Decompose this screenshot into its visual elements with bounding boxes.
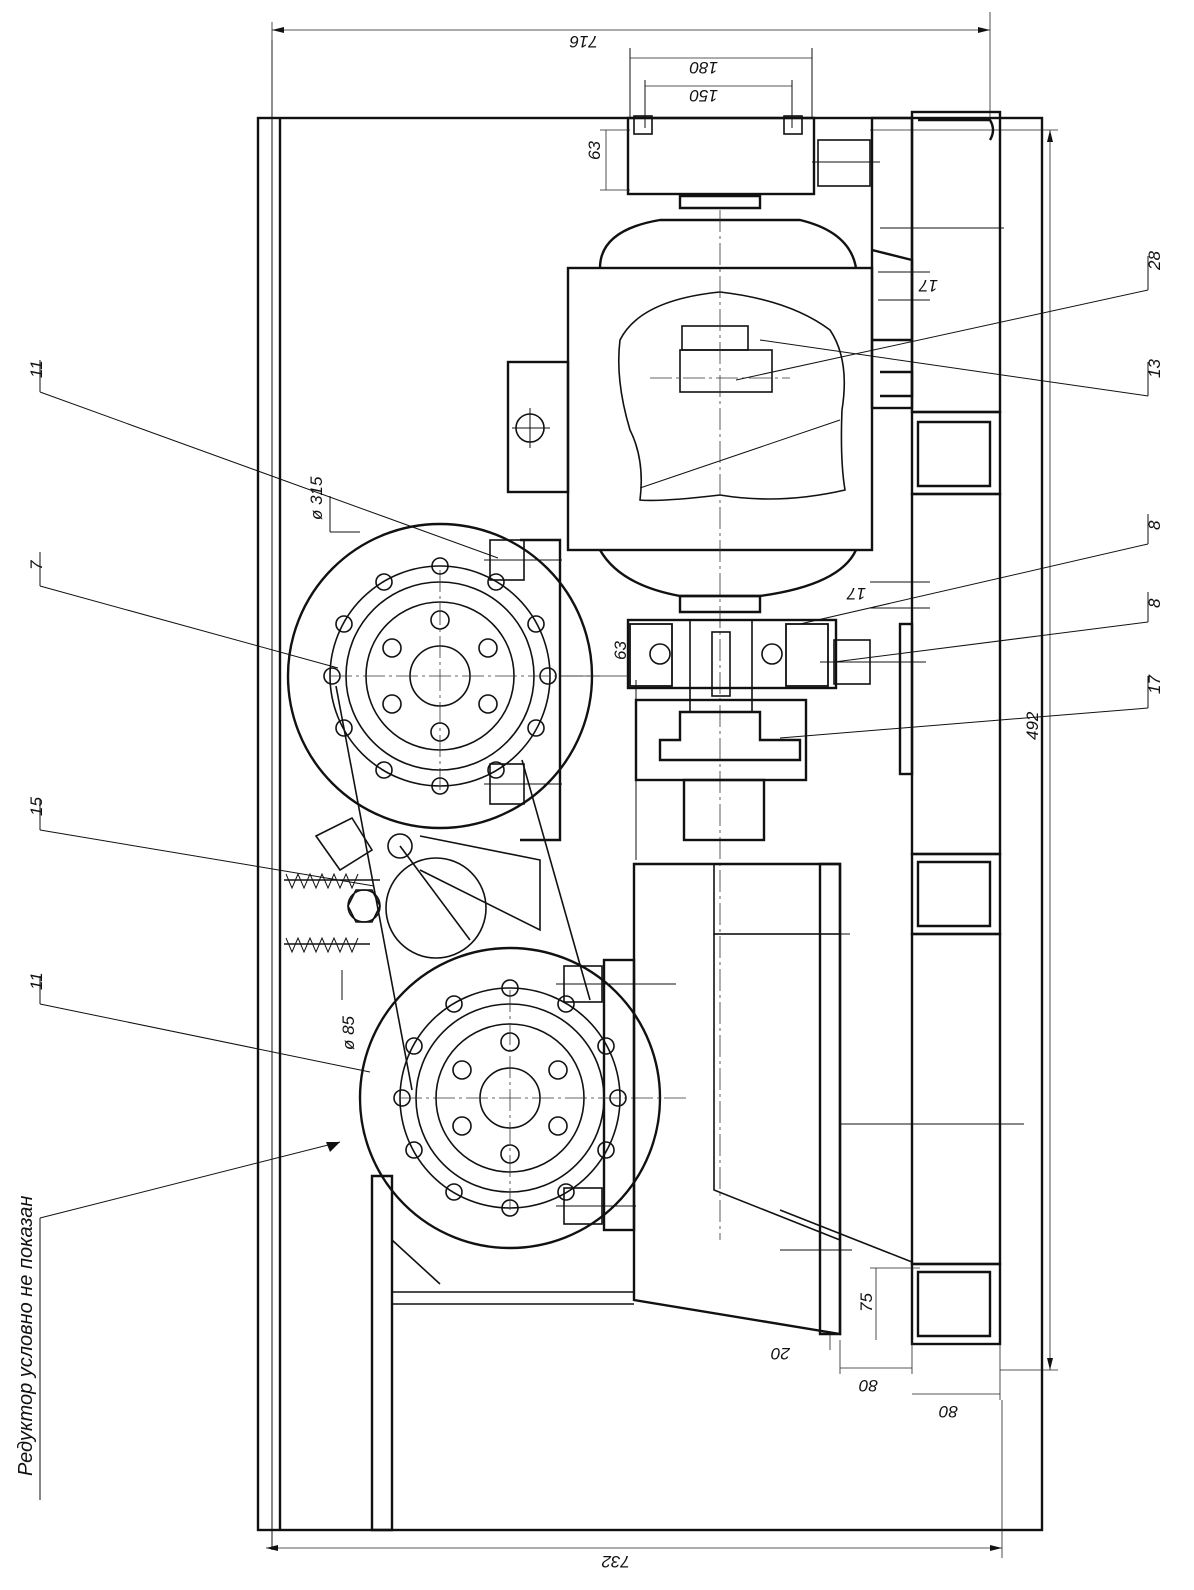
spring-coils xyxy=(285,872,359,954)
callouts-right: 28 13 8 8 17 xyxy=(735,251,1164,739)
dim-63-top-label: 63 xyxy=(585,141,604,160)
coupling xyxy=(634,680,808,860)
reducer-note: Редуктор условно не показан xyxy=(15,1196,37,1476)
callout-8-lower: 8 xyxy=(1145,598,1164,608)
callout-11-top: 11 xyxy=(27,360,46,378)
dim-75-label: 75 xyxy=(857,1293,876,1312)
dim-492-label: 492 xyxy=(1023,711,1042,740)
dim-20-label: 20 xyxy=(771,1344,791,1363)
dim-height-492: 492 xyxy=(870,129,1058,1371)
electric-motor xyxy=(506,194,874,1240)
callout-15: 15 xyxy=(27,797,46,816)
dim-180-label: 180 xyxy=(689,58,718,77)
motor-mount-upper: 17 xyxy=(812,116,938,410)
base-frame xyxy=(256,40,1044,1550)
dim-overall-bottom: 732 xyxy=(266,1400,1003,1571)
bearing-assembly: 63 17 xyxy=(560,581,930,776)
callout-17: 17 xyxy=(1145,675,1164,694)
callout-11-bottom: 11 xyxy=(27,972,46,990)
callout-8-upper: 8 xyxy=(1145,520,1164,530)
channel-beams xyxy=(840,110,1024,1346)
lower-bolt-circle xyxy=(452,1032,568,1164)
dim-17-upper-label: 17 xyxy=(919,276,938,295)
dim-732-label: 732 xyxy=(601,1552,630,1571)
dim-716-label: 716 xyxy=(569,32,598,51)
dim-80-inner-label: 80 xyxy=(859,1376,878,1395)
lower-drum xyxy=(335,685,690,1250)
motor-end-coupling: 180 150 63 xyxy=(585,48,816,196)
callout-13: 13 xyxy=(1145,359,1164,378)
dim-80-outer-label: 80 xyxy=(939,1402,958,1421)
callouts-left: 11 7 15 11 Редуктор условно не показан xyxy=(15,360,499,1500)
dim-85-label: ø 85 xyxy=(339,1015,358,1050)
dim-150-label: 150 xyxy=(689,86,718,105)
callout-7: 7 xyxy=(27,560,46,570)
dim-315-label: ø 315 xyxy=(307,476,326,520)
upper-drum: ø 315 xyxy=(286,476,600,842)
dim-overall-top: 716 xyxy=(271,12,991,118)
dim-17-lower-label: 17 xyxy=(847,584,866,603)
lower-support xyxy=(370,862,913,1532)
tension-assembly: ø 85 xyxy=(284,816,541,1050)
callout-28: 28 xyxy=(1145,251,1164,271)
dim-63-bearing-label: 63 xyxy=(611,641,630,660)
dim-bottom-channel: 75 80 80 20 xyxy=(771,1267,1001,1421)
